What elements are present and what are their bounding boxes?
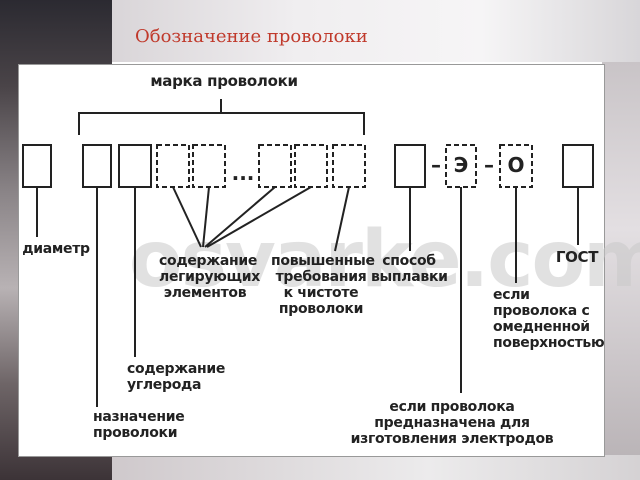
diagram-lines [22, 99, 594, 407]
leader-alloy-3 [204, 186, 276, 248]
leader-alloy-2 [202, 186, 210, 248]
label-purity: повышенные требования к чистоте проволок… [271, 253, 375, 317]
box-purpose [82, 144, 112, 188]
label-electrodes: если проволока предназначена для изготов… [350, 399, 554, 447]
box-purity [332, 144, 366, 188]
label-carbon: содержание углерода [127, 361, 226, 393]
background-top-band [112, 0, 640, 62]
label-gost: ГОСТ [555, 248, 599, 266]
box-melting [394, 144, 426, 188]
box-alloy-2 [192, 144, 226, 188]
box-alloy-4 [294, 144, 328, 188]
label-wire-grade: марка проволоки [150, 72, 298, 90]
label-copper-surface: если проволока с омедненной поверхностью [493, 287, 605, 351]
background-right-band [602, 62, 640, 480]
leader-alloy-1 [172, 186, 202, 248]
o-symbol: О [507, 153, 525, 177]
leader-alloy-4 [206, 186, 312, 248]
background-bottom-band [112, 455, 640, 480]
box-alloy-1 [156, 144, 190, 188]
dash-symbol-2: – [484, 153, 494, 177]
box-alloy-3 [258, 144, 292, 188]
box-e [445, 144, 477, 188]
box-carbon [118, 144, 152, 188]
label-alloying-elements: содержание легирующих элементов [159, 253, 260, 301]
label-wire-purpose: назначение проволоки [93, 409, 185, 441]
box-diameter [22, 144, 52, 188]
grade-bracket [78, 112, 365, 135]
box-gost [562, 144, 594, 188]
slide-title: Обозначение проволоки [135, 26, 368, 47]
label-diameter: диаметр [22, 241, 90, 257]
diagram-panel: osvarke.com ... – Э – О [18, 64, 640, 457]
label-melting-method: способ выплавки [371, 253, 448, 285]
ellipsis-symbol: ... [231, 161, 255, 185]
leader-purity [334, 186, 350, 252]
dash-symbol-1: – [431, 153, 441, 177]
e-symbol: Э [453, 153, 469, 177]
